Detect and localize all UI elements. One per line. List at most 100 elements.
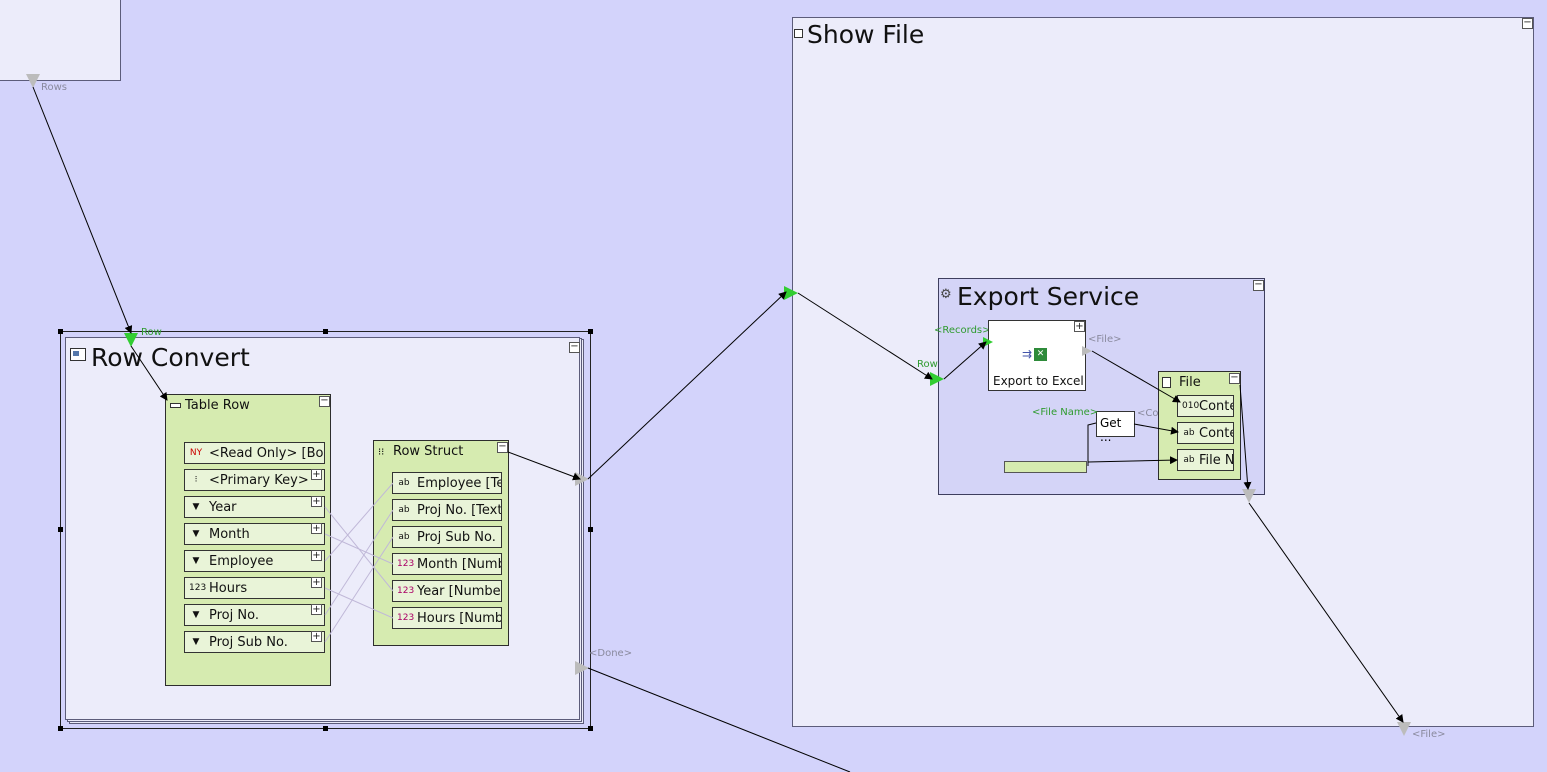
employee-expand-button[interactable]: +: [311, 550, 322, 561]
selection-handle-bc[interactable]: [323, 726, 328, 731]
selection-handle-bl[interactable]: [58, 726, 63, 731]
field-label: Hours: [209, 580, 248, 596]
row-input-port[interactable]: [124, 333, 138, 347]
row-struct-field-month[interactable]: 123 Month [Number]: [392, 553, 502, 575]
field-label: Proj No. [Text]: [417, 502, 502, 518]
get-node-label: Get ...: [1100, 416, 1122, 444]
table-row-field-primary-key[interactable]: ⁝ <Primary Key>: [184, 469, 325, 491]
selection-handle-mr[interactable]: [588, 527, 593, 532]
key-icon: ⁝: [194, 475, 198, 485]
selection-handle-tl[interactable]: [58, 329, 63, 334]
dropdown-icon: ▼: [192, 529, 200, 539]
proj-sub-no-expand-button[interactable]: +: [311, 631, 322, 642]
row-struct-collapse-button[interactable]: −: [497, 441, 508, 453]
proj-no-expand-button[interactable]: +: [311, 604, 322, 615]
number-icon: 123: [189, 583, 207, 593]
text-icon: ab: [398, 532, 410, 542]
dropdown-icon: ▼: [192, 502, 200, 512]
rows-output-port[interactable]: [26, 74, 40, 88]
table-row-field-month[interactable]: ▼ Month: [184, 523, 325, 545]
row-struct-field-hours[interactable]: 123 Hours [Number]: [392, 607, 502, 629]
file-icon: [1162, 377, 1171, 388]
row-struct-field-year[interactable]: 123 Year [Number]: [392, 580, 502, 602]
table-row-field-read-only[interactable]: NY <Read Only> [Boolean]: [184, 442, 325, 464]
row-struct-field-proj-sub-no[interactable]: ab Proj Sub No. [Text]: [392, 526, 502, 548]
table-row-field-hours[interactable]: 123 Hours: [184, 577, 325, 599]
field-label: Month [Number]: [417, 556, 501, 572]
export-row-label: Row: [917, 359, 938, 370]
number-icon: 123: [397, 559, 415, 569]
number-icon: 123: [397, 613, 415, 623]
table-row-field-proj-no[interactable]: ▼ Proj No.: [184, 604, 325, 626]
gear-icon: ⚙: [940, 287, 952, 302]
hours-expand-button[interactable]: +: [311, 577, 322, 588]
excel-file-output-port[interactable]: [1082, 346, 1092, 356]
records-input-port[interactable]: [983, 337, 993, 347]
show-file-collapse-button[interactable]: −: [1522, 17, 1533, 29]
row-input-label: Row: [141, 327, 162, 338]
export-service-row-port[interactable]: [930, 372, 944, 386]
rows-port-label: Rows: [41, 82, 68, 93]
wire-rows-to-row: [32, 86, 133, 334]
field-label: Year: [209, 499, 237, 515]
boolean-icon: NY: [189, 448, 203, 458]
file-name-input[interactable]: [1004, 461, 1087, 473]
row-struct-field-proj-no[interactable]: ab Proj No. [Text]: [392, 499, 502, 521]
field-label: Hours [Number]: [417, 610, 501, 626]
field-label: Month: [209, 526, 250, 542]
done-port-label: <Done>: [589, 648, 633, 659]
file-struct-output-port[interactable]: [1242, 489, 1256, 503]
show-file-output-port[interactable]: [1397, 722, 1411, 736]
table-row-collapse-button[interactable]: −: [319, 395, 330, 407]
selection-handle-tr[interactable]: [588, 329, 593, 334]
show-file-input-port[interactable]: [784, 286, 798, 300]
binary-icon: 010: [1182, 401, 1200, 411]
export-to-excel-expand-button[interactable]: +: [1074, 321, 1085, 332]
field-label: Proj Sub No. [Text]: [417, 529, 501, 545]
field-label: Content: [1199, 398, 1233, 414]
dropdown-icon: ▼: [192, 610, 200, 620]
selection-handle-ml[interactable]: [58, 527, 63, 532]
file-field-file-name[interactable]: ab File Name: [1177, 449, 1234, 471]
export-service-collapse-button[interactable]: −: [1253, 279, 1264, 291]
text-icon: ab: [398, 505, 410, 515]
dropdown-icon: ▼: [192, 637, 200, 647]
field-label: <Primary Key>: [209, 472, 309, 488]
file-field-content[interactable]: 010 Content: [1177, 395, 1234, 417]
primary-key-expand-button[interactable]: +: [311, 469, 322, 480]
export-to-excel-label: Export to Excel: [993, 374, 1084, 388]
field-label: Employee: [209, 553, 274, 569]
row-struct-output-port[interactable]: [575, 472, 589, 486]
export-service-title: Export Service: [957, 282, 1140, 311]
get-node[interactable]: Get ...: [1096, 411, 1135, 444]
row-struct-field-employee[interactable]: ab Employee [Text]: [392, 472, 502, 494]
row-convert-collapse-button[interactable]: −: [569, 341, 580, 353]
table-row-field-year[interactable]: ▼ Year: [184, 496, 325, 518]
selection-handle-br[interactable]: [588, 726, 593, 731]
file-struct-title: File: [1179, 375, 1201, 390]
table-row-field-employee[interactable]: ▼ Employee: [184, 550, 325, 572]
selection-handle-tc[interactable]: [323, 329, 328, 334]
table-row-icon: [170, 403, 181, 408]
top-left-container[interactable]: [0, 0, 121, 81]
records-label: <Records>: [934, 325, 991, 336]
text-icon: ab: [398, 478, 410, 488]
file-struct-collapse-button[interactable]: −: [1229, 372, 1240, 384]
table-row-title: Table Row: [185, 398, 250, 413]
field-label: File Name: [1199, 452, 1234, 468]
month-expand-button[interactable]: +: [311, 523, 322, 534]
show-file-icon: [794, 29, 803, 38]
excel-file-label: <File>: [1088, 334, 1122, 345]
text-icon: ab: [1183, 428, 1195, 438]
table-row-field-proj-sub-no[interactable]: ▼ Proj Sub No.: [184, 631, 325, 653]
row-convert-icon: [70, 348, 86, 361]
row-struct-title: Row Struct: [393, 444, 464, 459]
wire-output-to-show-file: [587, 291, 787, 480]
file-field-content-type[interactable]: ab Content Type: [1177, 422, 1234, 444]
dropdown-icon: ▼: [192, 556, 200, 566]
done-output-port[interactable]: [575, 661, 589, 675]
field-label: Employee [Text]: [417, 475, 501, 491]
year-expand-button[interactable]: +: [311, 496, 322, 507]
number-icon: 123: [397, 586, 415, 596]
file-output-label: <File>: [1412, 729, 1446, 740]
